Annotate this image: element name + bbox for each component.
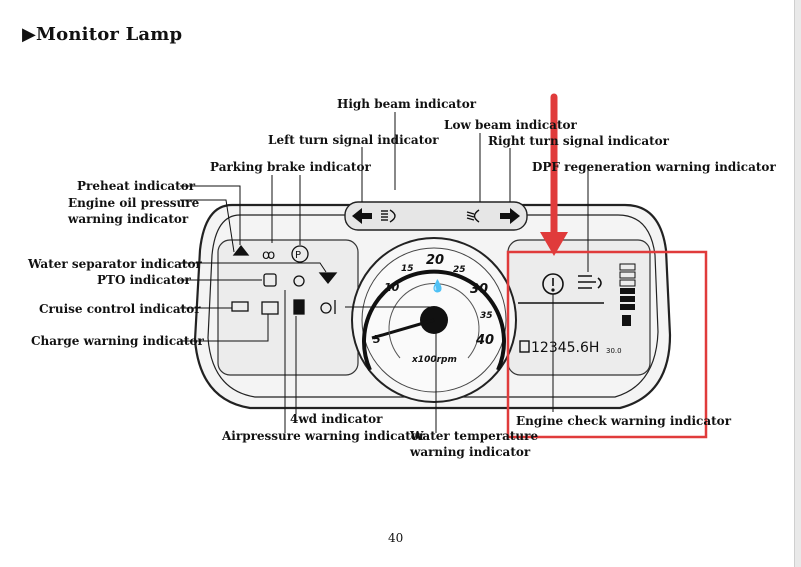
label-right-turn: Right turn signal indicator: [488, 134, 669, 148]
dpf-icon: [578, 275, 602, 289]
right-turn-arrow-icon: [500, 208, 520, 224]
odometer-display: 12345.6H: [531, 340, 599, 356]
left-indicator-panel: [217, 239, 359, 376]
needle: [371, 318, 435, 340]
label-left-turn: Left turn signal indicator: [268, 133, 439, 147]
label-high-beam: High beam indicator: [337, 97, 477, 111]
oil-pressure-icon: [232, 244, 250, 256]
temperature-icon: [320, 302, 332, 314]
page-number: 40: [388, 531, 404, 545]
label-cruise: Cruise control indicator: [39, 302, 201, 316]
highlight-arrowhead: [540, 232, 568, 256]
label-dpf: DPF regeneration warning indicator: [532, 160, 776, 174]
fuel-pump-icon: [622, 315, 631, 326]
tick-label: 20: [426, 253, 444, 268]
tick-label: 40: [475, 333, 494, 348]
airpressure-icon: [293, 275, 305, 287]
fourwd-icon: [293, 299, 305, 315]
page-title: ▶Monitor Lamp: [22, 24, 183, 45]
label-4wd: 4wd indicator: [290, 412, 383, 426]
cruise-control-icon: [231, 301, 249, 312]
label-water-temp-2: warning indicator: [410, 445, 531, 459]
label-preheat: Preheat indicator: [77, 179, 196, 193]
tick-label: 30: [470, 282, 488, 297]
hour-icon: [519, 340, 530, 353]
left-turn-arrow-icon: [352, 208, 372, 224]
label-engine-check: Engine check warning indicator: [516, 414, 732, 428]
tick-label: 25: [453, 265, 466, 275]
fuel-gauge-bars: [619, 263, 636, 326]
label-oil-pressure-2: warning indicator: [68, 212, 189, 226]
label-low-beam: Low beam indicator: [444, 118, 577, 132]
highlight-box: [506, 250, 708, 439]
page-edge: [794, 0, 801, 567]
tachometer: [351, 237, 517, 403]
pto-icon: [263, 273, 277, 287]
parking-brake-icon: [291, 245, 309, 263]
water-temp-icon: 💧: [430, 279, 445, 293]
label-water-separator: Water separator indicator: [28, 257, 202, 271]
label-charge: Charge warning indicator: [31, 334, 204, 348]
battery-icon: [261, 301, 279, 315]
high-beam-icon: [381, 209, 396, 223]
preheat-icon: ꝏ: [262, 248, 275, 263]
low-beam-icon: [466, 209, 480, 223]
tick-label: 15: [401, 264, 414, 274]
svg-text:P: P: [295, 250, 301, 261]
label-oil-pressure-1: Engine oil pressure: [68, 196, 200, 210]
rpm-unit-label: x100rpm: [411, 355, 457, 365]
turn-signal-bar: [344, 201, 528, 231]
tick-label: 5: [373, 333, 381, 346]
lcd-small-value: 30.0: [606, 347, 622, 355]
label-pto: PTO indicator: [97, 273, 191, 287]
label-water-temp-1: Water temperature: [410, 429, 539, 443]
label-parking-brake: Parking brake indicator: [210, 160, 371, 174]
water-separator-icon: [318, 272, 338, 285]
tick-label: 10: [384, 281, 400, 294]
label-airpressure: Airpressure warning indicator: [222, 429, 426, 443]
tick-label: 35: [480, 311, 493, 321]
